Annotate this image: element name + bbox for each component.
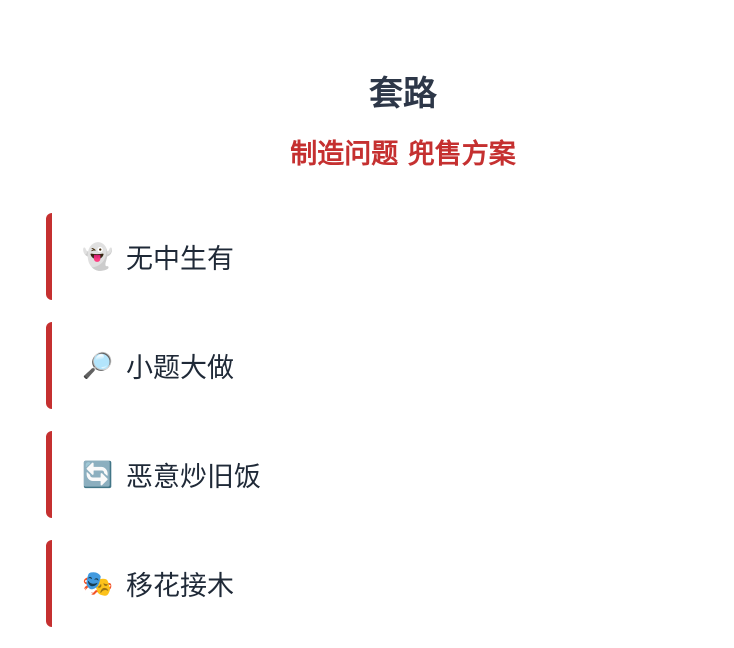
list-item: 👻 无中生有 xyxy=(46,213,692,300)
item-label: 恶意炒旧饭 xyxy=(126,462,261,493)
ghost-icon: 👻 xyxy=(82,241,114,271)
list-item: 🎭 移花接木 xyxy=(46,540,692,627)
item-label: 无中生有 xyxy=(126,244,234,275)
repeat-icon: 🔄 xyxy=(82,459,114,489)
page-title: 套路 xyxy=(369,74,437,114)
item-label: 移花接木 xyxy=(126,571,234,602)
list-item: 🔎 小题大做 xyxy=(46,322,692,409)
magnifier-icon: 🔎 xyxy=(82,350,114,380)
theater-masks-icon: 🎭 xyxy=(82,568,114,598)
page-subtitle: 制造问题 兜售方案 xyxy=(290,139,516,170)
item-label: 小题大做 xyxy=(126,353,234,384)
list-item: 🔄 恶意炒旧饭 xyxy=(46,431,692,518)
